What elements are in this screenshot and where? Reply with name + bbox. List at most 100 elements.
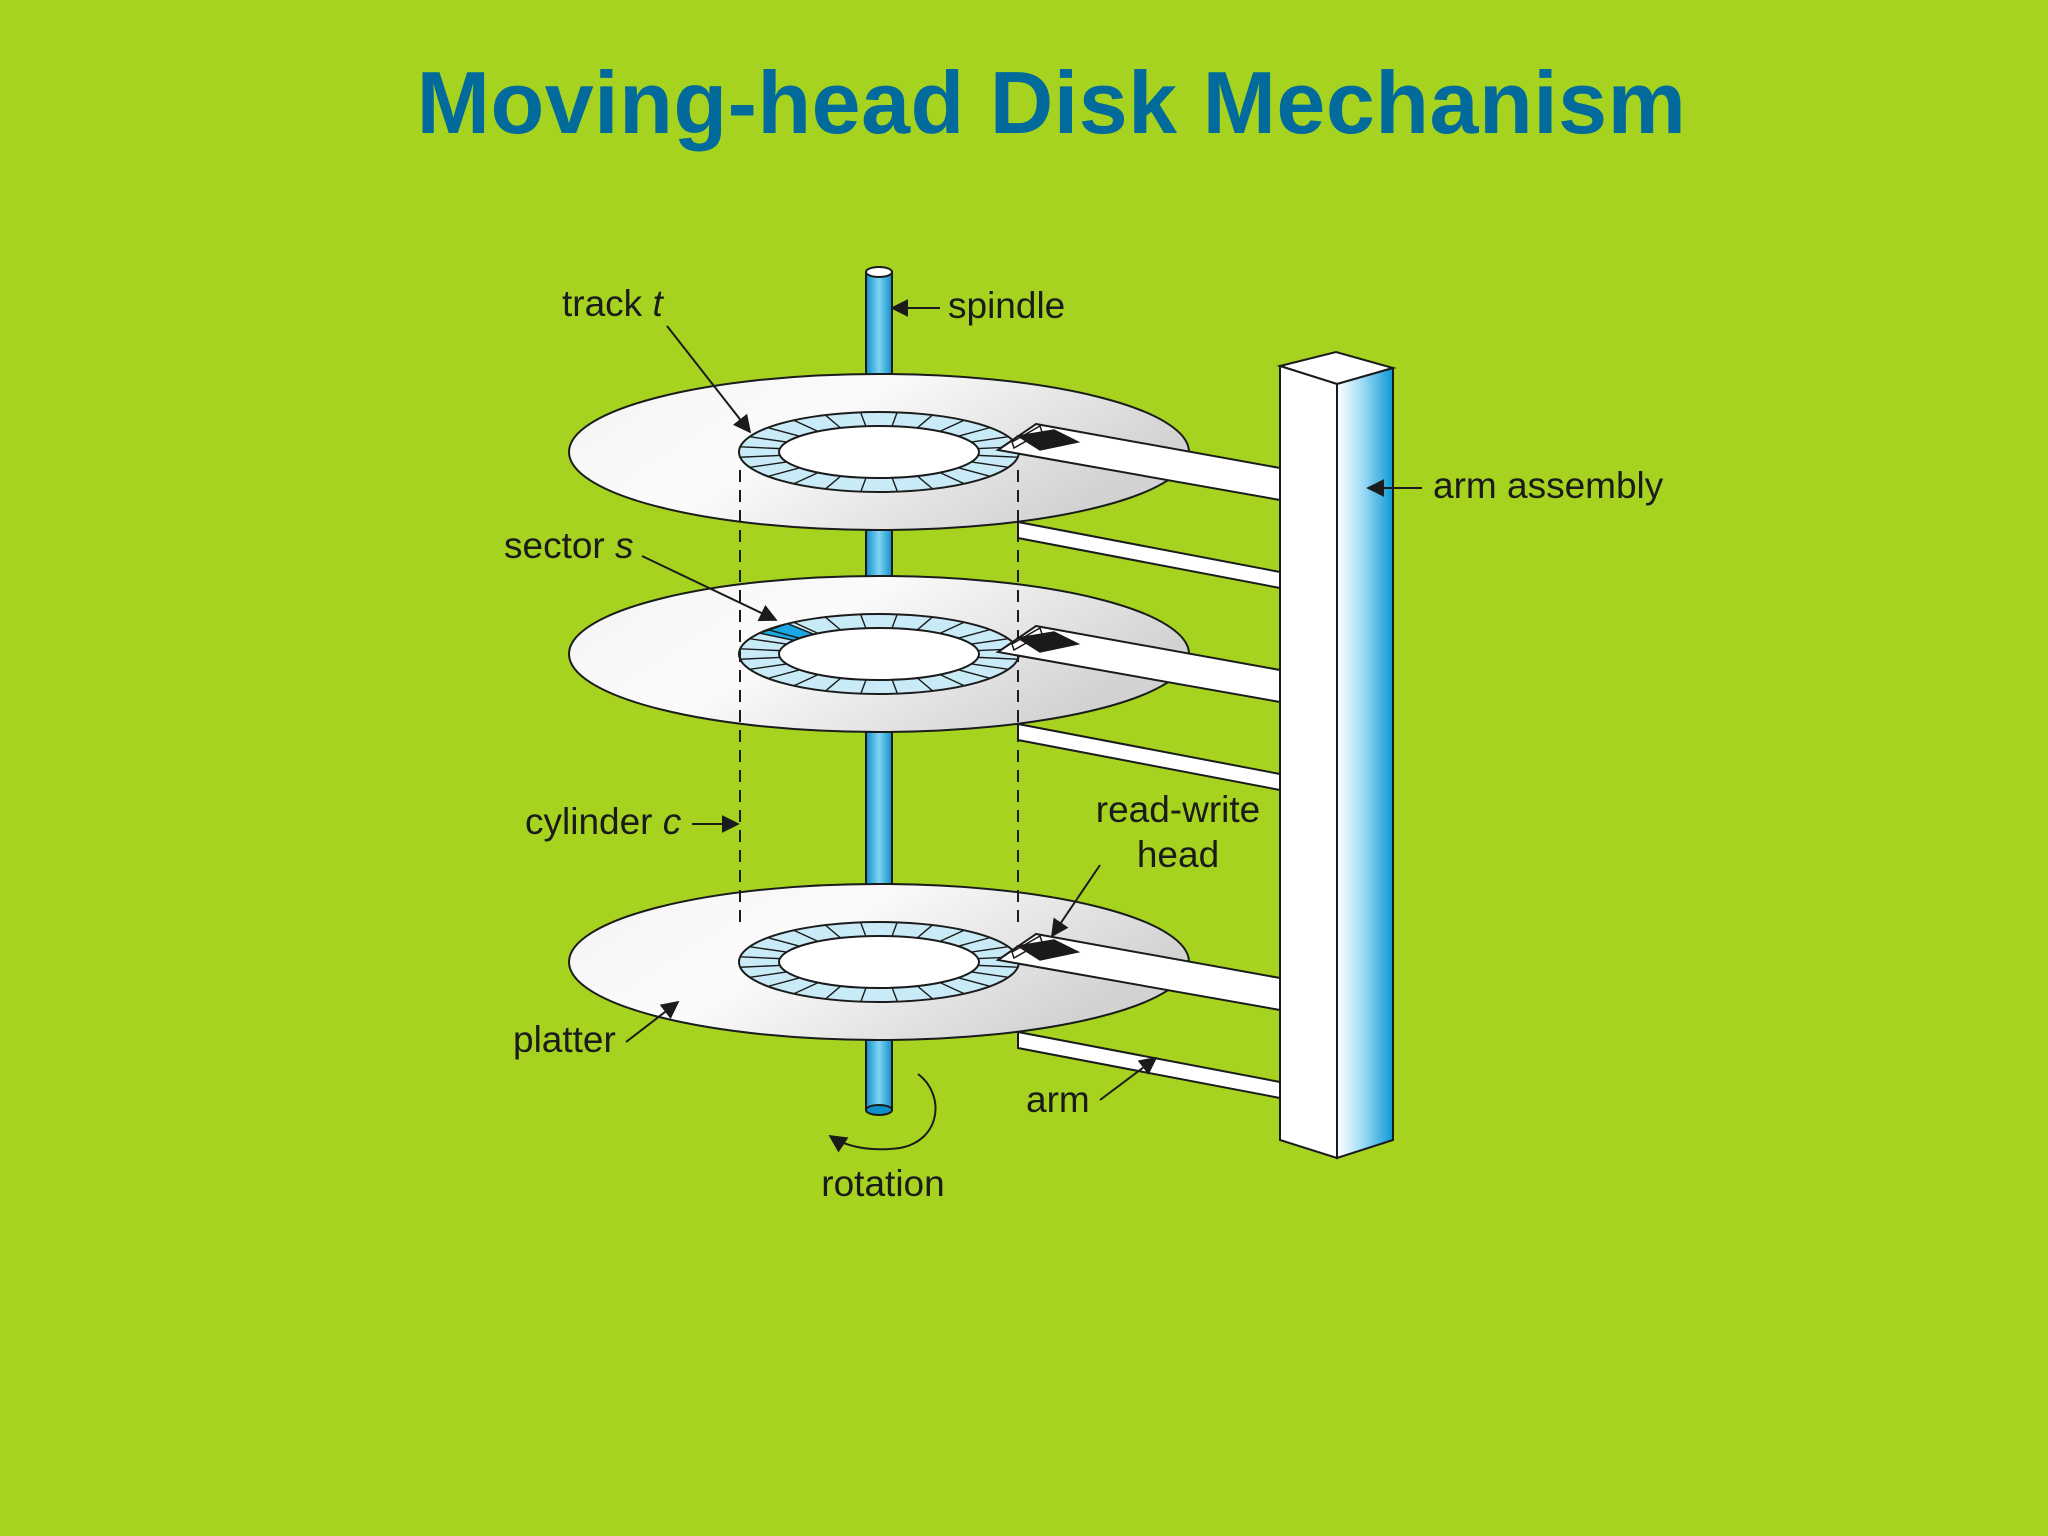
sector-divider — [825, 475, 842, 490]
sector-divider — [740, 454, 780, 458]
sector-divider — [793, 621, 819, 635]
sector-divider — [740, 446, 780, 450]
track-inner — [778, 627, 980, 681]
sector-divider — [767, 427, 800, 437]
sector-divider — [767, 629, 800, 639]
read-write-head — [1015, 939, 1081, 961]
platter-1 — [568, 373, 1190, 531]
sector-divider — [749, 663, 787, 671]
sector-divider — [971, 663, 1009, 670]
sector-divider — [749, 946, 787, 953]
slide-title: Moving-head Disk Mechanism — [416, 53, 1687, 152]
sector-divider — [958, 977, 991, 987]
sector-divider — [939, 673, 965, 687]
label-spindle: spindle — [948, 285, 1065, 326]
sector-divider — [891, 614, 898, 629]
read-write-head — [1015, 631, 1081, 653]
arm-assembly-side — [1336, 366, 1394, 1160]
arm-assembly-front — [1279, 364, 1338, 1160]
sector-divider — [958, 467, 991, 477]
sector-divider — [824, 616, 842, 631]
sector-divider — [916, 414, 933, 429]
sector-divider — [767, 467, 800, 478]
sector-divider — [740, 656, 780, 660]
read-write-head — [1015, 429, 1081, 451]
arm-lower — [1017, 722, 1281, 792]
sector-divider — [916, 985, 934, 1000]
sector-divider — [971, 637, 1009, 645]
label-arm: arm — [1026, 1079, 1090, 1120]
sector-divider — [939, 981, 965, 995]
label-read-write-line2: head — [1137, 834, 1219, 875]
sector-divider — [749, 971, 787, 979]
sector-divider — [740, 956, 780, 960]
sector-divider — [939, 621, 965, 634]
sector-divider — [891, 922, 898, 937]
label-platter: platter — [513, 1019, 616, 1060]
sector-divider — [859, 412, 867, 427]
sector-divider — [958, 936, 991, 947]
arm-lower — [1017, 520, 1281, 590]
sector-divider — [891, 412, 898, 427]
sector-divider — [859, 614, 867, 629]
label-cylinder: cylinder c — [525, 801, 682, 842]
sector-divider — [740, 964, 780, 968]
sector-divider — [793, 419, 819, 433]
sector-divider — [978, 964, 1018, 968]
sector-divider — [958, 669, 991, 679]
labels: track t spindle arm assembly sector s cy… — [504, 283, 1664, 1204]
label-track: track t — [562, 283, 664, 324]
sector-divider — [793, 929, 819, 943]
cylinder-lines — [739, 470, 1019, 925]
sector-divider — [958, 628, 991, 639]
sector-divider — [891, 679, 899, 694]
track-inner — [778, 935, 980, 989]
sector-divider — [891, 477, 899, 492]
spindle-top-cap — [865, 266, 893, 278]
rotation-arrow — [828, 1073, 937, 1153]
arrow-read-write-head — [1050, 864, 1101, 938]
annotation-arrows — [625, 299, 1422, 1153]
sector-divider — [860, 477, 867, 492]
sector-divider — [971, 461, 1009, 468]
sector-divider — [825, 985, 842, 1000]
sector-divider — [916, 924, 933, 939]
sector-divider — [749, 436, 787, 443]
sector-divider — [860, 679, 867, 694]
sector-divider — [916, 475, 934, 490]
sector-divider — [971, 945, 1009, 953]
platters — [568, 373, 1190, 1041]
arrow-track — [666, 325, 752, 434]
label-sector: sector s — [504, 525, 634, 566]
sector-divider — [824, 414, 842, 429]
sector-divider — [824, 924, 842, 939]
label-rotation: rotation — [821, 1163, 944, 1204]
sector-divider — [859, 922, 867, 937]
sector-divider — [793, 472, 819, 485]
sector-divider — [749, 461, 787, 469]
sector-divider — [793, 982, 819, 995]
sector-divider — [916, 677, 934, 692]
sector-divider — [939, 929, 965, 942]
spindle-segment — [865, 1039, 893, 1111]
sector-divider — [825, 677, 842, 692]
sector-divider — [978, 454, 1018, 458]
sector-divider — [891, 987, 899, 1002]
sector-divider — [958, 426, 991, 437]
arrow-arm — [1099, 1056, 1158, 1101]
platter-3 — [568, 883, 1190, 1041]
sector-divider — [939, 471, 965, 485]
arrow-sector — [641, 555, 778, 622]
sector-divider — [740, 648, 780, 652]
sector-divider — [860, 987, 867, 1002]
spindle-bottom-cap — [865, 1104, 893, 1116]
sector-divider — [767, 977, 800, 988]
sector-divider — [793, 674, 819, 687]
sector-divider — [916, 616, 933, 631]
sector-divider — [767, 937, 800, 947]
sector-divider — [767, 669, 800, 680]
sector-divider — [749, 638, 787, 645]
track-inner — [778, 425, 980, 479]
sector-divider — [939, 419, 965, 432]
